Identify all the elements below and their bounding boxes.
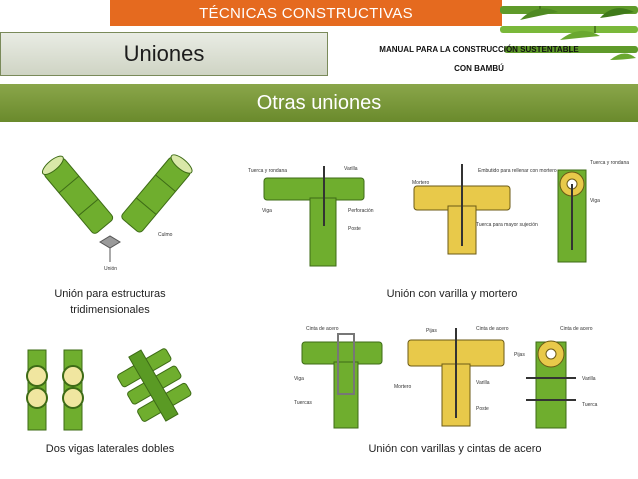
label-poste: Poste <box>348 226 361 232</box>
caption-cintas-acero: Unión con varillas y cintas de acero <box>340 441 570 457</box>
label-mortero-4: Mortero <box>394 384 411 390</box>
label-tuerca-3: Tuerca y rondana <box>590 160 629 166</box>
label-perforacion: Perforación <box>348 208 374 214</box>
page-title: Uniones <box>0 32 328 76</box>
top-banner: TÉCNICAS CONSTRUCTIVAS <box>110 0 502 26</box>
manual-line-1: MANUAL PARA LA CONSTRUCCIÓN SUSTENTABLE <box>379 45 579 54</box>
label-poste-4: Poste <box>476 406 489 412</box>
label-tuerca-4: Tuerca <box>582 402 598 408</box>
label-varilla-4: Varilla <box>476 380 490 386</box>
figure-tridimensional: Culmo Unión <box>41 154 193 272</box>
section-bar: Otras uniones <box>0 84 638 122</box>
label-mortero: Mortero <box>412 180 429 186</box>
caption-varilla-mortero: Unión con varilla y mortero <box>352 286 552 302</box>
label-viga-4: Viga <box>294 376 304 382</box>
figure-cintas-acero: Cinta de acero Viga Tuercas Pijas Cinta … <box>294 326 598 429</box>
manual-line-2: CON BAMBÚ <box>454 64 504 73</box>
label-cinta-3: Cinta de acero <box>560 326 593 332</box>
label-viga-3: Viga <box>590 198 600 204</box>
caption-vigas-dobles: Dos vigas laterales dobles <box>30 441 190 457</box>
section-title: Otras uniones <box>256 91 382 114</box>
caption-tridimensional-1: Unión para estructuras <box>54 288 166 300</box>
label-varilla: Varilla <box>344 166 358 172</box>
manual-title: MANUAL PARA LA CONSTRUCCIÓN SUSTENTABLE … <box>352 40 606 78</box>
caption-cintas-acero-text: Unión con varillas y cintas de acero <box>368 443 542 455</box>
bamboo-decoration <box>500 6 638 60</box>
label-varilla-3: Varilla <box>582 376 596 382</box>
caption-vigas-dobles-text: Dos vigas laterales dobles <box>45 443 175 455</box>
label-embutido: Embutido para rellenar con mortero <box>478 168 557 174</box>
label-tuerca: Tuerca y rondana <box>248 168 287 174</box>
caption-tridimensional-2: tridimensionales <box>70 304 150 316</box>
figure-vigas-dobles <box>26 348 192 431</box>
label-tuercas: Tuercas <box>294 400 312 406</box>
banner-text: TÉCNICAS CONSTRUCTIVAS <box>199 4 413 22</box>
label-pijas-3: Pijas <box>514 352 525 358</box>
union-label: Unión <box>104 266 117 272</box>
label-viga: Viga <box>262 208 272 214</box>
label-tuerca-ajuste: Tuerca para mayor sujeción <box>476 222 538 228</box>
title-text: Uniones <box>123 41 205 66</box>
caption-varilla-mortero-text: Unión con varilla y mortero <box>386 288 518 300</box>
culmo-label: Culmo <box>158 232 173 238</box>
caption-tridimensional: Unión para estructuras tridimensionales <box>30 286 190 318</box>
label-pijas: Pijas <box>426 328 437 334</box>
label-cinta-2: Cinta de acero <box>476 326 509 332</box>
label-cinta: Cinta de acero <box>306 326 339 332</box>
figure-varilla-mortero: Tuerca y rondana Varilla Viga Perforació… <box>248 160 629 267</box>
